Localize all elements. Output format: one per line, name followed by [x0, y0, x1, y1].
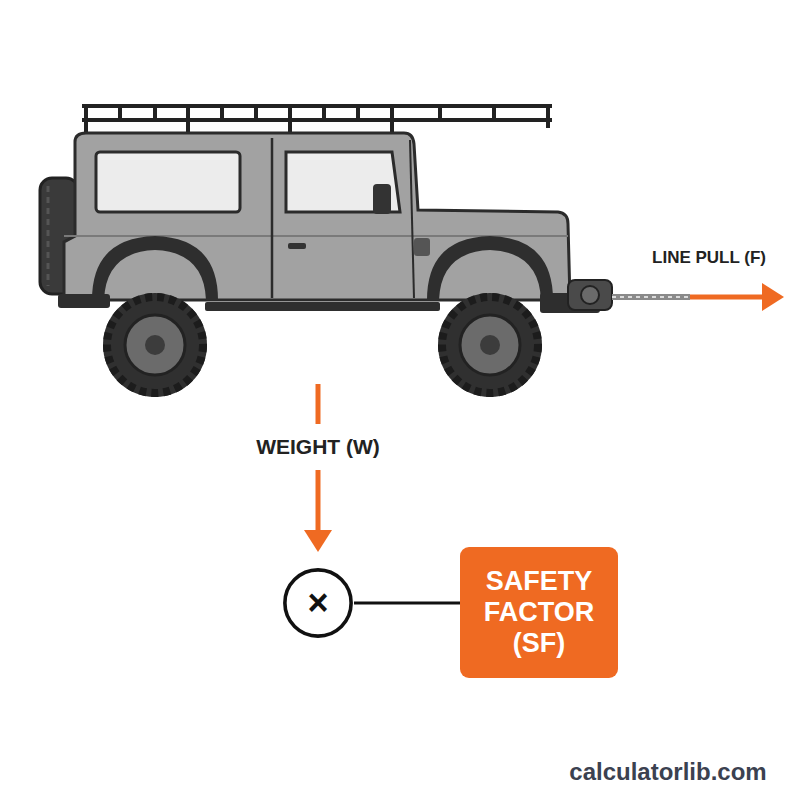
operator-circle: ×: [282, 567, 354, 639]
side-step: [205, 302, 440, 311]
weight-arrowhead: [304, 530, 332, 552]
weight-arrow: [316, 470, 321, 532]
line-pull-arrow: [690, 295, 766, 300]
force-label: LINE PULL (F): [652, 248, 766, 268]
mirror: [373, 184, 391, 214]
rear-window: [96, 152, 240, 212]
wheel: [103, 293, 207, 397]
weight-arrow: [316, 384, 321, 424]
line-pull-arrowhead: [762, 283, 784, 311]
rear-bumper: [58, 294, 110, 308]
force-label: WEIGHT (W): [256, 435, 380, 459]
fuel-flap: [414, 238, 430, 256]
connector-line: [354, 602, 460, 605]
fender-flare: [92, 236, 218, 300]
watermark: calculatorlib.com: [569, 758, 766, 786]
factor-text: SAFETY FACTOR (SF): [478, 566, 600, 659]
roof-rack: [82, 106, 552, 134]
vehicle-body: [64, 133, 570, 300]
factor-box: SAFETY FACTOR (SF): [460, 547, 618, 678]
winch: [568, 280, 612, 310]
door-handle: [288, 243, 306, 249]
multiply-symbol: ×: [307, 582, 328, 623]
fender-flare: [427, 236, 553, 300]
winch-rope: [612, 294, 690, 300]
wheel: [438, 293, 542, 397]
